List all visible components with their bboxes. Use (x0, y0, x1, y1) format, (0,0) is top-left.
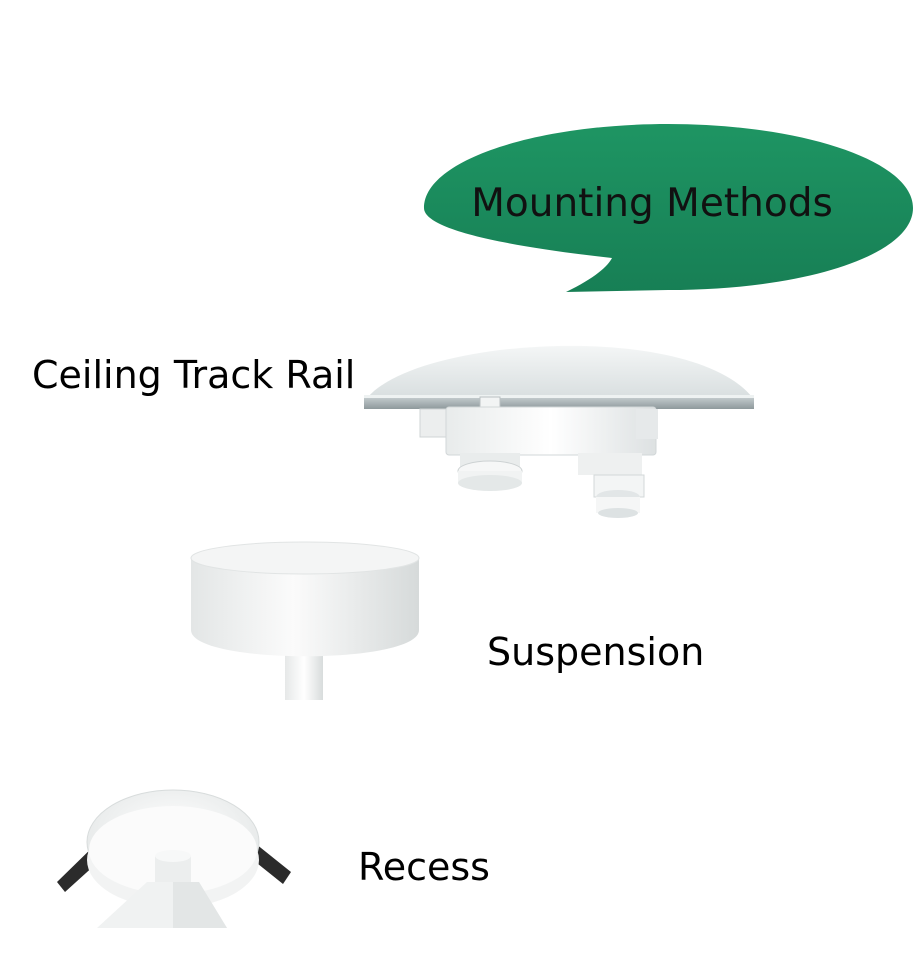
recess-label: Recess (358, 845, 490, 889)
suspension-canopy-icon (190, 541, 420, 700)
page-title: Mounting Methods (471, 181, 833, 226)
ceiling-track-rail-label: Ceiling Track Rail (32, 353, 356, 397)
recessed-mount-icon (57, 789, 291, 928)
track-rail-mount-icon (364, 345, 754, 518)
suspension-label: Suspension (487, 630, 705, 674)
